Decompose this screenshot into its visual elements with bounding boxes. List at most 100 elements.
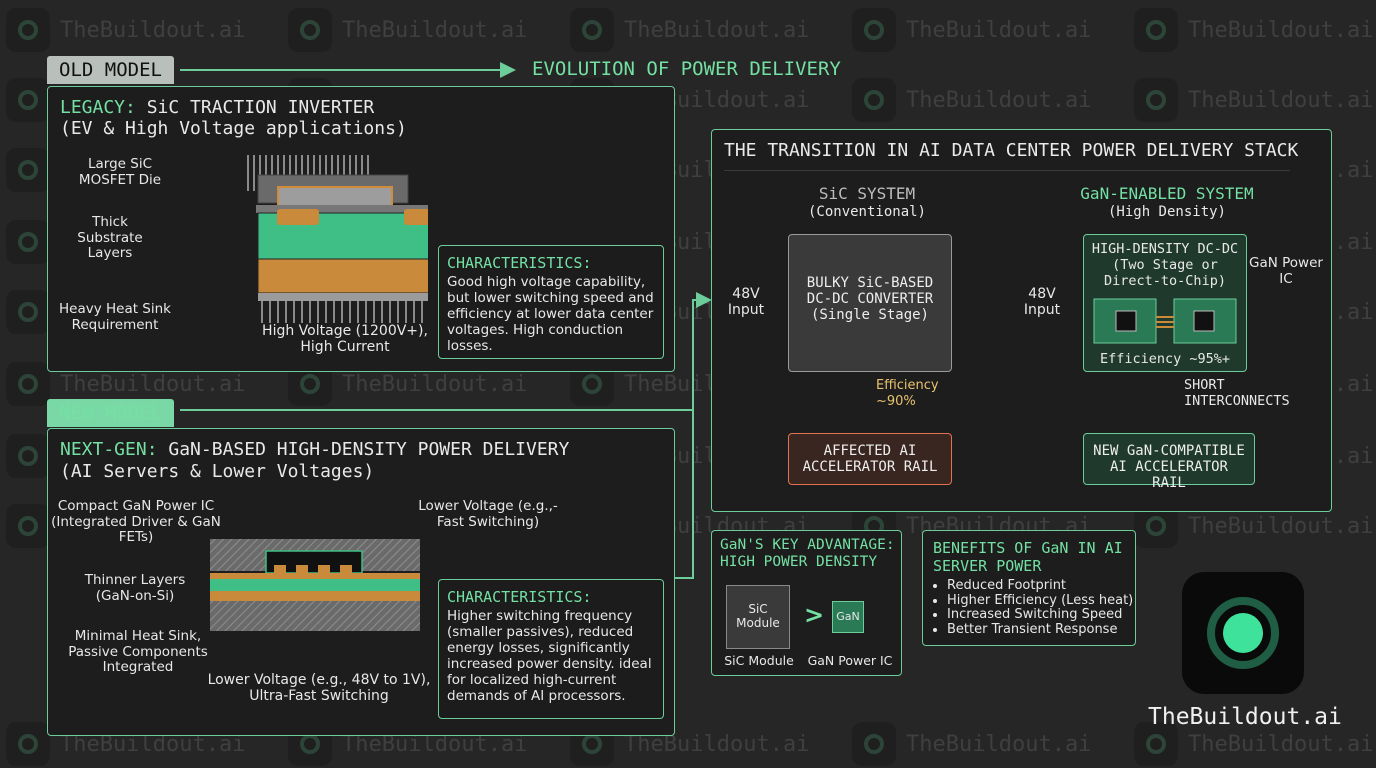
watermark-logo-icon bbox=[6, 8, 50, 52]
gan-ic-label: GaN Power IC bbox=[1249, 255, 1323, 287]
watermark-text: TheBuildout.ai bbox=[1188, 513, 1374, 539]
watermark-logo-icon bbox=[6, 290, 50, 334]
sic-chip-icon: SiC Module bbox=[726, 585, 790, 649]
gan-chip-icon: GaN bbox=[832, 601, 864, 633]
sic-rail-box: AFFECTED AI ACCELERATOR RAIL bbox=[788, 433, 952, 485]
gan-converter-label: HIGH-DENSITY DC-DC (Two Stage or Direct-… bbox=[1091, 241, 1239, 290]
brand-name: TheBuildout.ai bbox=[1148, 704, 1342, 730]
label-high-voltage: High Voltage (1200V+), High Current bbox=[262, 323, 428, 356]
watermark-text: TheBuildout.ai bbox=[342, 17, 528, 43]
gan-converter-box: HIGH-DENSITY DC-DC (Two Stage or Direct-… bbox=[1083, 234, 1247, 372]
sic-module-caption: SiC Module bbox=[724, 653, 794, 668]
legacy-title: LEGACY: SiC TRACTION INVERTER bbox=[60, 97, 375, 118]
watermark-tile: TheBuildout.ai bbox=[6, 8, 245, 52]
title-divider bbox=[724, 170, 1290, 171]
label-gan-ic: Compact GaN Power IC (Integrated Driver … bbox=[51, 498, 221, 546]
watermark-logo-icon bbox=[6, 78, 50, 122]
watermark-text: TheBuildout.ai bbox=[906, 87, 1092, 113]
watermark-logo-icon bbox=[6, 148, 50, 192]
benefit-item: Reduced Footprint bbox=[947, 578, 1133, 594]
brand-logo-icon bbox=[1182, 572, 1304, 694]
watermark-logo-icon bbox=[1134, 78, 1178, 122]
watermark-logo-icon bbox=[6, 362, 50, 406]
legacy-characteristics: CHARACTERISTICS: Good high voltage capab… bbox=[438, 245, 664, 359]
watermark-tile: TheBuildout.ai bbox=[288, 8, 527, 52]
nextgen-char-title: CHARACTERISTICS: bbox=[447, 588, 592, 606]
watermark-text: TheBuildout.ai bbox=[906, 17, 1092, 43]
nextgen-char-body: Higher switching frequency (smaller pass… bbox=[447, 608, 652, 704]
watermark-text: TheBuildout.ai bbox=[624, 17, 810, 43]
watermark-tile: TheBuildout.ai bbox=[852, 722, 1091, 766]
watermark-logo-icon bbox=[570, 8, 614, 52]
sic-input-label: 48V Input bbox=[727, 286, 765, 319]
watermark-tile: TheBuildout.ai bbox=[6, 362, 245, 406]
watermark-tile: TheBuildout.ai bbox=[852, 78, 1091, 122]
benefit-item: Increased Switching Speed bbox=[947, 608, 1133, 623]
sic-system-sub: (Conventional) bbox=[807, 204, 926, 220]
gan-input-label: 48V Input bbox=[1023, 286, 1061, 319]
nextgen-connector bbox=[675, 410, 694, 579]
watermark-logo-icon bbox=[6, 504, 50, 548]
sic-module-diagram bbox=[247, 155, 428, 323]
gan-ic-caption: GaN Power IC bbox=[807, 653, 893, 668]
sic-system-title: SiC SYSTEM bbox=[818, 184, 916, 203]
watermark-logo-icon bbox=[1134, 722, 1178, 766]
gan-system-sub: (High Density) bbox=[1107, 204, 1226, 220]
legacy-char-body: Good high voltage capability, but lower … bbox=[447, 274, 654, 354]
watermark-logo-icon bbox=[288, 8, 332, 52]
old-model-tag: OLD MODEL bbox=[47, 56, 174, 84]
label-minimal-heatsink: Minimal Heat Sink, Passive Components In… bbox=[68, 628, 208, 676]
watermark-logo-icon bbox=[852, 8, 896, 52]
advantage-panel: GaN'S KEY ADVANTAGE: HIGH POWER DENSITY … bbox=[711, 530, 902, 676]
label-sic-die: Large SiC MOSFET Die bbox=[78, 156, 162, 188]
gan-system-title: GaN-ENABLED SYSTEM bbox=[1080, 184, 1254, 203]
watermark-tile: TheBuildout.ai bbox=[1134, 78, 1373, 122]
watermark-text: TheBuildout.ai bbox=[342, 371, 528, 397]
watermark-text: TheBuildout.ai bbox=[60, 371, 246, 397]
transition-title: THE TRANSITION IN AI DATA CENTER POWER D… bbox=[724, 140, 1299, 161]
benefits-title: BENEFITS OF GaN IN AI SERVER POWER bbox=[933, 539, 1123, 575]
watermark-tile: TheBuildout.ai bbox=[1134, 504, 1373, 548]
short-interconnects: SHORT INTERCONNECTS bbox=[1184, 377, 1290, 410]
benefit-item: Better Transient Response bbox=[947, 622, 1133, 638]
benefits-panel: BENEFITS OF GaN IN AI SERVER POWER Reduc… bbox=[922, 530, 1136, 646]
gan-stack-diagram bbox=[210, 539, 420, 631]
legacy-panel: LEGACY: SiC TRACTION INVERTER (EV & High… bbox=[47, 86, 675, 372]
gan-rail-box: NEW GaN-COMPATIBLE AI ACCELERATOR RAIL bbox=[1083, 433, 1255, 491]
watermark-tile: TheBuildout.ai bbox=[852, 8, 1091, 52]
greater-than-icon: > bbox=[804, 601, 825, 629]
evolution-title: EVOLUTION OF POWER DELIVERY bbox=[532, 58, 841, 80]
nextgen-title: NEXT-GEN: GaN-BASED HIGH-DENSITY POWER D… bbox=[60, 439, 570, 460]
watermark-text: TheBuildout.ai bbox=[1188, 731, 1374, 757]
watermark-tile: TheBuildout.ai bbox=[1134, 722, 1373, 766]
label-thinner-layers: Thinner Layers (GaN-on-Si) bbox=[84, 572, 186, 604]
transition-panel: THE TRANSITION IN AI DATA CENTER POWER D… bbox=[711, 129, 1332, 512]
gan-board-icon bbox=[1093, 298, 1237, 344]
sic-converter-box: BULKY SiC-BASED DC-DC CONVERTER (Single … bbox=[788, 234, 952, 372]
new-model-tag: NEW MODEL bbox=[47, 399, 174, 427]
benefits-list: Reduced Footprint Higher Efficiency (Les… bbox=[933, 578, 1133, 638]
label-low-voltage: Lower Voltage (e.g., 48V to 1V), Ultra-F… bbox=[207, 672, 431, 705]
watermark-text: TheBuildout.ai bbox=[1188, 87, 1374, 113]
label-heat-sink: Heavy Heat Sink Requirement bbox=[58, 301, 171, 333]
watermark-logo-icon bbox=[6, 722, 50, 766]
sic-efficiency: Efficiency ~90% bbox=[876, 378, 939, 409]
watermark-logo-icon bbox=[852, 722, 896, 766]
gan-efficiency: Efficiency ~95%+ bbox=[1099, 351, 1231, 367]
watermark-text: TheBuildout.ai bbox=[1188, 17, 1374, 43]
label-lower-voltage: Lower Voltage (e.g.,-Fast Switching) bbox=[418, 498, 558, 530]
watermark-tile: TheBuildout.ai bbox=[1134, 8, 1373, 52]
legacy-subtitle: (EV & High Voltage applications) bbox=[60, 118, 407, 139]
new-model-connector bbox=[180, 292, 712, 411]
benefit-item: Higher Efficiency (Less heat) bbox=[947, 593, 1133, 609]
label-substrate: Thick Substrate Layers bbox=[77, 214, 143, 262]
nextgen-characteristics: CHARACTERISTICS: Higher switching freque… bbox=[438, 579, 664, 719]
watermark-logo-icon bbox=[6, 220, 50, 264]
watermark-tile: TheBuildout.ai bbox=[570, 8, 809, 52]
watermark-text: TheBuildout.ai bbox=[906, 731, 1092, 757]
legacy-char-title: CHARACTERISTICS: bbox=[447, 254, 592, 272]
watermark-text: TheBuildout.ai bbox=[60, 17, 246, 43]
nextgen-subtitle: (AI Servers & Lower Voltages) bbox=[60, 461, 375, 482]
advantage-title: GaN'S KEY ADVANTAGE: HIGH POWER DENSITY bbox=[720, 537, 895, 571]
watermark-logo-icon bbox=[6, 434, 50, 478]
